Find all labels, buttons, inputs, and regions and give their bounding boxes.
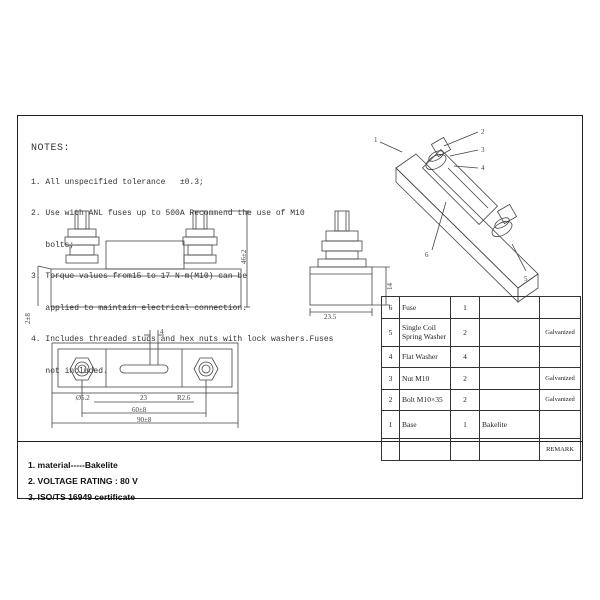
note-line: 2. Use with ANL fuses up to 500A Recomme… (31, 209, 305, 218)
bom-row: 2 Bolt M10×35 2 Galvanized (381, 388, 581, 411)
specs-list: 1. material-----Bakelite 2. VOLTAGE RATI… (28, 460, 138, 508)
bom-remark (539, 345, 581, 368)
note-line: 1. All unspecified tolerance ±0.3; (31, 177, 204, 187)
section-divider (18, 441, 582, 442)
dim-hole-left: Ø5.2 (76, 394, 90, 402)
bom-no: 3 (381, 367, 400, 390)
front-base (50, 268, 242, 308)
callout-4: 4 (481, 164, 485, 172)
bom-name: Nut M10 (399, 367, 451, 390)
dim-overall-length: 90±8 (137, 416, 152, 424)
bill-of-materials: 6 Fuse 1 5 Single Coil Spring Washer 2 G… (381, 296, 581, 461)
bom-remark: Galvanized (539, 367, 581, 390)
front-view (37, 210, 250, 308)
bom-no: 2 (381, 388, 400, 411)
bom-material (479, 367, 540, 390)
bom-name: Bolt M10×35 (399, 388, 451, 411)
bom-material: Bakelite (479, 410, 540, 439)
callout-6: 6 (425, 251, 429, 259)
callout-3: 3 (481, 146, 485, 154)
iso-base-top (395, 153, 539, 289)
note-line: applied to maintain electrical connectio… (31, 303, 248, 313)
bom-remark (539, 296, 581, 319)
bom-name: Flat Washer (399, 345, 451, 368)
bom-qty: 1 (450, 296, 480, 319)
bom-no: 4 (381, 345, 400, 368)
bom-remark-header: REMARK (539, 438, 581, 461)
right-hex-nut (193, 357, 219, 381)
fuse-body (105, 240, 185, 270)
dim-slot-width: 4 (160, 328, 164, 336)
bom-qty: 2 (450, 367, 480, 390)
iso-fuse (421, 148, 499, 226)
note-line: 3. Torque values from15 to 17 N·m(M10) c… (31, 272, 248, 281)
spec-material: 1. material-----Bakelite (28, 460, 118, 470)
dim-slot-length: 23 (140, 394, 148, 402)
bom-row: 4 Flat Washer 4 (381, 345, 581, 368)
callout-5: 5 (524, 275, 528, 283)
dim-hole-right: R2.6 (177, 394, 191, 402)
bom-qty: 4 (450, 345, 480, 368)
notes-block: NOTES: 1. All unspecified tolerance ±0.3… (31, 123, 333, 398)
note-line: bolts; (31, 240, 75, 250)
bom-material (479, 317, 540, 347)
notes-heading: NOTES: (31, 143, 71, 154)
bom-row: 6 Fuse 1 (381, 296, 581, 319)
top-view (51, 330, 239, 428)
isometric-view (379, 131, 539, 303)
bom-no: 1 (381, 410, 400, 439)
note-line: 4. Includes threaded studs and hex nuts … (31, 335, 334, 344)
bom-no: 5 (381, 317, 400, 347)
side-view (309, 210, 390, 316)
bom-row: 3 Nut M10 2 Galvanized (381, 367, 581, 390)
bom-material (479, 296, 540, 319)
bom-name: Fuse (399, 296, 451, 319)
bom-remark (539, 410, 581, 439)
bom-name: Base (399, 410, 451, 439)
spec-certificate: 3. ISO/TS 16949 certificate (28, 492, 136, 502)
drawing-sheet: NOTES: 1. All unspecified tolerance ±0.3… (17, 115, 583, 502)
center-slot (119, 364, 169, 374)
top-base (51, 342, 239, 394)
bom-remark: Galvanized (539, 388, 581, 411)
bom-material (479, 345, 540, 368)
dim-center-distance: 60±8 (132, 406, 147, 414)
note-line: not included. (31, 366, 108, 376)
bom-qty: 1 (450, 410, 480, 439)
spec-voltage: 2. VOLTAGE RATING : 80 V (28, 476, 138, 486)
bom-footer-row: REMARK (381, 438, 581, 461)
bom-remark: Galvanized (539, 317, 581, 347)
bom-material (479, 388, 540, 411)
callout-1: 1 (374, 136, 378, 144)
bom-qty: 2 (450, 317, 480, 347)
dim-height-total: 46±2 (240, 249, 248, 264)
bom-name: Single Coil Spring Washer (399, 317, 451, 347)
dim-height-base: 14 (386, 283, 394, 291)
left-hex-nut (69, 357, 95, 381)
dim-height-left: 2±8 (24, 313, 32, 324)
callout-2: 2 (481, 128, 485, 136)
bom-no: 6 (381, 296, 400, 319)
dim-width-side: 23.5 (324, 313, 337, 321)
bom-row: 1 Base 1 Bakelite (381, 410, 581, 439)
bom-row: 5 Single Coil Spring Washer 2 Galvanized (381, 317, 581, 347)
bom-qty: 2 (450, 388, 480, 411)
